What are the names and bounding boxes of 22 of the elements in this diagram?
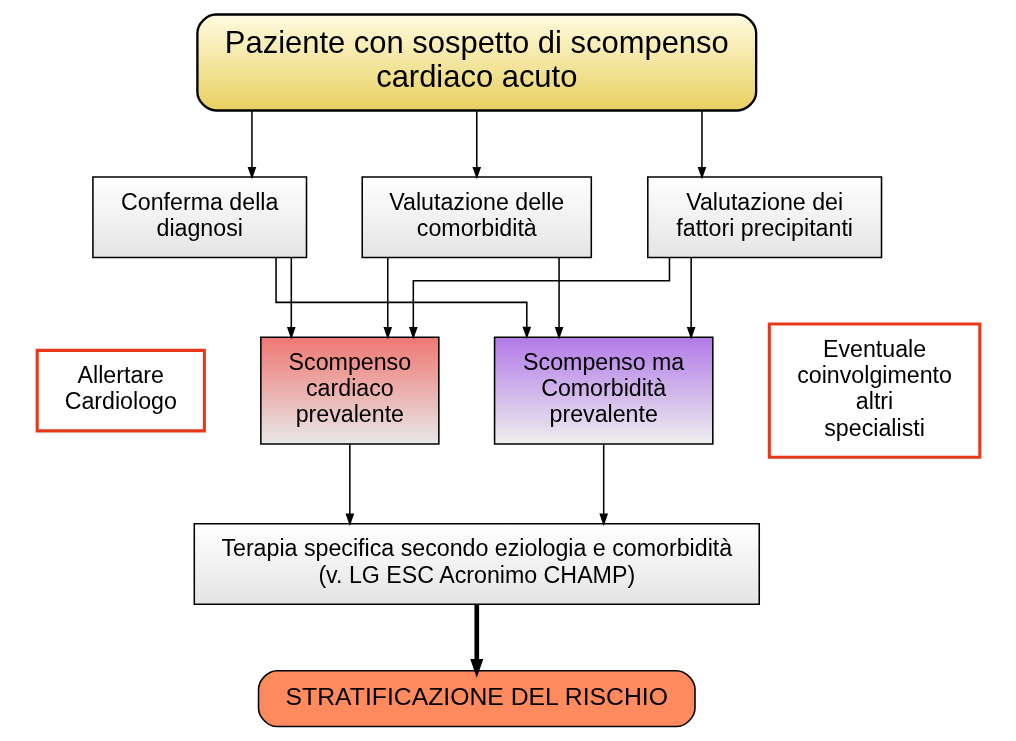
arrow — [408, 257, 670, 340]
node-box: Paziente con sospetto di scompenso cardiaco acuto — [195, 13, 757, 112]
arrow — [469, 604, 483, 678]
node-box: Eventuale coinvolgimento altri specialisti — [767, 322, 981, 459]
arrow — [554, 257, 563, 340]
arrow — [686, 257, 695, 340]
arrow — [598, 443, 608, 526]
node-box: Valutazione dei fattori precipitanti — [646, 176, 882, 259]
node-box: Allertare Cardiologo — [35, 348, 206, 433]
node-box: Terapia specifica secondo eziologia e comorbidità (v. LG ESC Acronimo CHAMP) — [193, 522, 760, 605]
node-box: Scompenso cardiaco prevalente — [259, 336, 440, 445]
node-box: Valutazione delle comorbidità — [360, 176, 592, 259]
arrow — [345, 443, 354, 526]
arrow — [286, 257, 296, 340]
arrow — [697, 109, 706, 180]
arrow — [274, 257, 531, 340]
node-box: Conferma della diagnosi — [91, 176, 307, 259]
arrow — [247, 109, 256, 180]
arrow — [382, 257, 392, 340]
node-box: Scompenso ma Comorbidità prevalente — [493, 336, 714, 445]
arrow — [471, 109, 481, 180]
node-box: STRATIFICAZIONE DEL RISCHIO — [257, 670, 696, 728]
